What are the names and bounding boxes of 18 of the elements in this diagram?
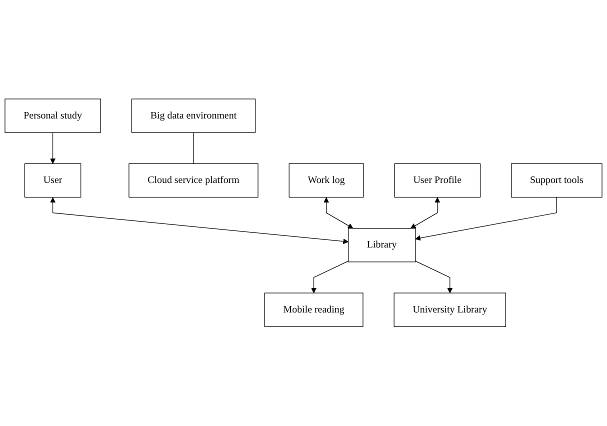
arrow [311, 260, 349, 294]
arrow [415, 197, 557, 241]
node-box: Support tools [511, 164, 602, 198]
node-box: User Profile [394, 164, 481, 198]
arrow [410, 197, 440, 229]
connector [193, 132, 194, 164]
arrow [324, 197, 354, 229]
node-box: Big data environment [131, 98, 256, 134]
node-box: Cloud service platform [128, 164, 258, 198]
arrow [50, 132, 56, 164]
node-box: User [24, 164, 82, 198]
arrow [415, 260, 453, 294]
node-box: Work log [288, 164, 364, 198]
node-box: Personal study [4, 98, 101, 134]
arrow [50, 197, 349, 244]
node-box: Mobile reading [264, 292, 364, 328]
node-box: Library [348, 228, 416, 262]
node-box: University Library [394, 292, 506, 328]
